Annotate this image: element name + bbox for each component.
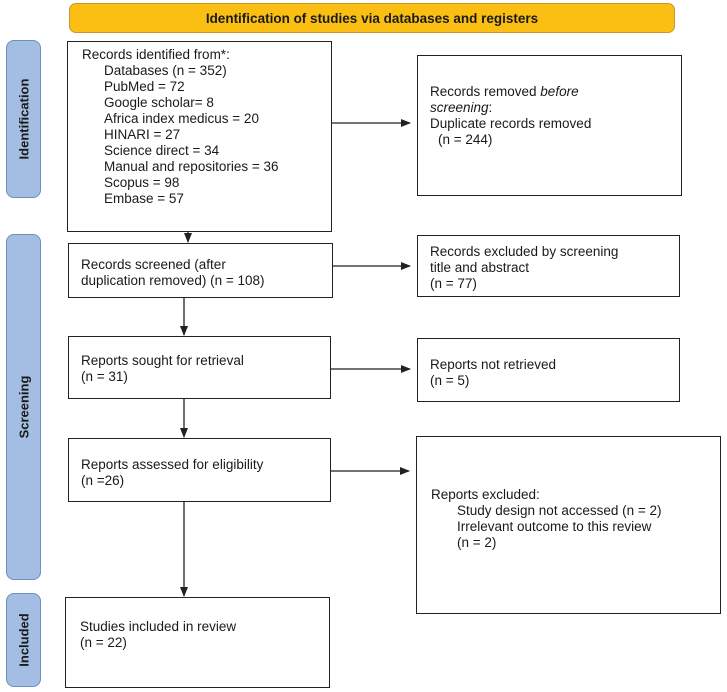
reports-not-retrieved-box: Reports not retrieved (n = 5)	[417, 338, 680, 402]
reports-excluded-heading: Reports excluded:	[431, 487, 540, 502]
records-excluded-line1: Records excluded by screening	[430, 244, 619, 259]
records-removed-line1: Records removed before	[430, 84, 579, 99]
studies-included-box: Studies included in review (n = 22)	[65, 597, 330, 688]
records-excluded-box: Records excluded by screening title and …	[417, 235, 680, 297]
records-screened-box: Records screened (after duplication remo…	[68, 243, 333, 298]
records-identified-heading: Records identified from*:	[82, 47, 230, 62]
reports-assessed-line2: (n =26)	[81, 473, 125, 488]
reports-assessed-line1: Reports assessed for eligibility	[81, 457, 264, 472]
phase-included: Included	[6, 593, 41, 687]
records-removed-line4: (n = 244)	[438, 132, 493, 147]
records-identified-box: Records identified from*: Databases (n =…	[67, 41, 332, 232]
records-removed-line3: Duplicate records removed	[430, 116, 592, 131]
phase-screening: Screening	[6, 234, 41, 580]
records-identified-item: Embase = 57	[104, 191, 184, 206]
reports-not-retrieved-line2: (n = 5)	[430, 373, 470, 388]
records-identified-item: HINARI = 27	[104, 127, 181, 142]
records-screened-line2: duplication removed) (n = 108)	[81, 273, 265, 288]
records-screened-line1: Records screened (after	[81, 257, 226, 272]
records-identified-item: Science direct = 34	[104, 143, 220, 158]
records-excluded-line2: title and abstract	[430, 260, 530, 275]
records-removed-box: Records removed before screening: Duplic…	[417, 55, 682, 196]
reports-sought-box: Reports sought for retrieval (n = 31)	[68, 336, 331, 399]
records-identified-item: Africa index medicus = 20	[104, 111, 259, 126]
records-identified-item: Databases (n = 352)	[104, 63, 227, 78]
header-banner: Identification of studies via databases …	[69, 3, 675, 33]
reports-excluded-line2: Irrelevant outcome to this review	[457, 519, 652, 534]
reports-excluded-line3: (n = 2)	[457, 535, 497, 550]
reports-excluded-line1: Study design not accessed (n = 2)	[457, 503, 662, 518]
reports-sought-line1: Reports sought for retrieval	[81, 353, 244, 368]
reports-sought-line2: (n = 31)	[81, 369, 128, 384]
records-removed-line2: screening:	[430, 100, 493, 115]
reports-not-retrieved-line1: Reports not retrieved	[430, 357, 557, 372]
records-identified-item: Google scholar= 8	[104, 95, 214, 110]
studies-included-line1: Studies included in review	[80, 619, 237, 634]
records-identified-item: Manual and repositories = 36	[104, 159, 279, 174]
reports-excluded-box: Reports excluded: Study design not acces…	[416, 436, 721, 614]
records-identified-item: Scopus = 98	[104, 175, 180, 190]
reports-assessed-box: Reports assessed for eligibility (n =26)	[68, 438, 331, 502]
records-identified-item: PubMed = 72	[104, 79, 185, 94]
phase-identification: Identification	[6, 40, 41, 198]
studies-included-line2: (n = 22)	[80, 635, 127, 650]
records-excluded-line3: (n = 77)	[430, 276, 477, 291]
